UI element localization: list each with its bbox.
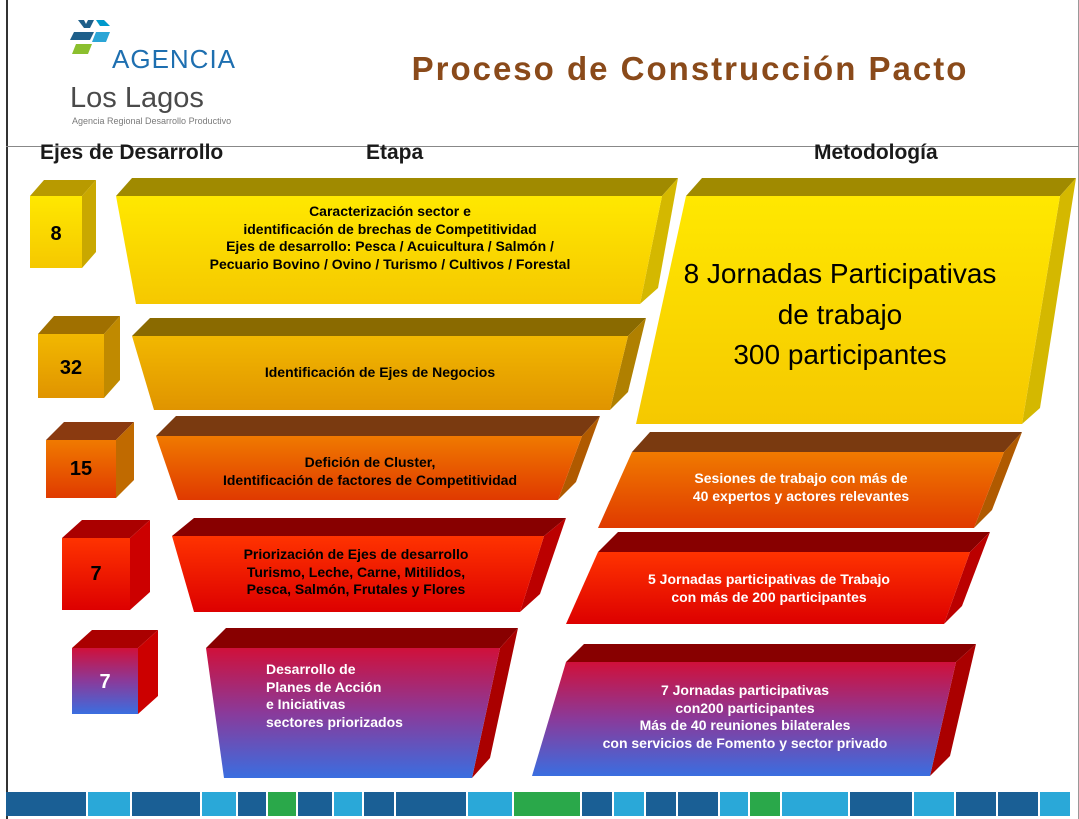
strip-segment	[298, 792, 332, 816]
eje-value-5: 7	[99, 671, 111, 693]
logo-name: Los Lagos	[70, 82, 204, 114]
eje-value-2: 32	[59, 357, 83, 379]
column-header-ejes: Ejes de Desarrollo	[40, 141, 224, 164]
metodologia-label-4: 7 Jornadas participativas con200 partici…	[548, 682, 942, 752]
logo-brand: AGENCIA	[112, 44, 237, 74]
strip-segment	[998, 792, 1038, 816]
metodologia-label-3-line-2: con más de 200 participantes	[671, 588, 867, 605]
metodologia-label-3: 5 Jornadas participativas de Trabajo con…	[584, 571, 954, 606]
metodologia-label-4-line-1: 7 Jornadas participativas	[660, 682, 830, 698]
strip-segment	[6, 792, 86, 816]
etapa-label-4-line-3: Pesca, Salmón, Frutales y Flores	[246, 581, 466, 597]
etapa-label-3-line-1: Defición de Cluster,	[304, 454, 436, 470]
eje-cube-1	[30, 180, 96, 268]
metodologia-shape-1	[636, 178, 1076, 424]
page-title: Proceso de Construcción Pacto	[411, 50, 969, 87]
etapa-label-3-line-2: Identificación de factores de Competitiv…	[222, 471, 518, 488]
strip-segment	[850, 792, 912, 816]
metodologia-label-4-line-3: Más de 40 reuniones bilaterales	[639, 717, 851, 733]
etapa-label-1-line-2: identificación de brechas de Competitivi…	[243, 220, 537, 237]
logo-subtitle: Agencia Regional Desarrollo Productivo	[72, 116, 232, 126]
metodologia-shape-2	[598, 432, 1022, 528]
etapa-label-5-line-3: e Iniciativas	[266, 696, 346, 712]
strip-segment	[364, 792, 394, 816]
metodologia-label-2: Sesiones de trabajo con más de 40 expert…	[616, 470, 986, 505]
strip-segment	[678, 792, 718, 816]
etapa-label-5-line-4: sectores priorizados	[266, 713, 403, 730]
etapa-label-4: Priorización de Ejes de desarrollo Turis…	[196, 546, 516, 599]
metodologia-label-4-line-4: con servicios de Fomento y sector privad…	[602, 734, 888, 751]
metodologia-shape-4	[532, 644, 976, 776]
etapa-label-5-line-1: Desarrollo de	[266, 661, 356, 677]
strip-segment	[582, 792, 612, 816]
metodologia-label-1: 8 Jornadas Participativas de trabajo 300…	[650, 254, 1030, 376]
column-header-etapa: Etapa	[366, 141, 424, 164]
strip-segment	[396, 792, 466, 816]
etapa-label-1-line-1: Caracterización sector e	[309, 203, 471, 219]
etapa-label-4-line-2: Turismo, Leche, Carne, Mitilidos,	[246, 563, 466, 580]
metodologia-label-4-line-2: con200 participantes	[675, 699, 815, 716]
strip-segment	[238, 792, 266, 816]
strip-segment	[750, 792, 780, 816]
eje-value-4: 7	[90, 563, 102, 585]
metodologia-label-2-line-1: Sesiones de trabajo con más de	[694, 470, 908, 486]
metodologia-label-2-line-2: 40 expertos y actores relevantes	[692, 487, 910, 504]
agencia-logo-icon	[70, 20, 110, 54]
footer-color-strip	[6, 792, 1079, 816]
eje-cube-2	[38, 316, 120, 398]
strip-segment	[334, 792, 362, 816]
etapa-label-3: Defición de Cluster, Identificación de f…	[180, 454, 560, 489]
etapa-shape-1	[116, 178, 678, 304]
strip-segment	[514, 792, 580, 816]
etapa-label-4-line-1: Priorización de Ejes de desarrollo	[243, 546, 469, 562]
metodologia-label-1-line-3: 300 participantes	[733, 339, 947, 371]
eje-cube-3	[46, 422, 134, 498]
etapa-label-5: Desarrollo de Planes de Acción e Iniciat…	[266, 661, 446, 731]
eje-value-1: 8	[50, 223, 62, 245]
strip-segment	[202, 792, 236, 816]
etapa-shape-2	[132, 318, 646, 410]
header-divider	[6, 146, 1079, 147]
etapa-label-1-line-4: Pecuario Bovino / Ovino / Turismo / Cult…	[209, 255, 571, 272]
eje-cube-4	[62, 520, 150, 610]
strip-segment	[614, 792, 644, 816]
strip-segment	[268, 792, 296, 816]
strip-segment	[88, 792, 130, 816]
etapa-shape-4	[172, 518, 566, 612]
etapa-shape-3	[156, 416, 600, 500]
column-header-metodologia: Metodología	[814, 141, 938, 164]
etapa-label-2-line-1: Identificación de Ejes de Negocios	[264, 364, 496, 380]
metodologia-label-1-line-2: de trabajo	[777, 298, 903, 330]
metodologia-shape-3	[566, 532, 990, 624]
eje-value-3: 15	[69, 458, 93, 480]
etapa-label-2: Identificación de Ejes de Negocios	[160, 364, 600, 382]
strip-segment	[914, 792, 954, 816]
strip-segment	[132, 792, 200, 816]
etapa-label-1-line-3: Ejes de desarrollo: Pesca / Acuicultura …	[226, 238, 554, 254]
strip-segment	[782, 792, 848, 816]
strip-segment	[1040, 792, 1070, 816]
frame-left-border	[6, 0, 8, 819]
strip-segment	[468, 792, 512, 816]
etapa-label-1: Caracterización sector e identificación …	[140, 203, 640, 273]
etapa-shape-5	[206, 628, 518, 778]
eje-cube-5	[72, 630, 158, 714]
strip-segment	[720, 792, 748, 816]
strip-segment	[646, 792, 676, 816]
etapa-label-5-line-2: Planes de Acción	[266, 678, 382, 695]
metodologia-label-3-line-1: 5 Jornadas participativas de Trabajo	[648, 571, 890, 587]
strip-segment	[956, 792, 996, 816]
metodologia-label-1-line-1: 8 Jornadas Participativas	[683, 258, 997, 289]
